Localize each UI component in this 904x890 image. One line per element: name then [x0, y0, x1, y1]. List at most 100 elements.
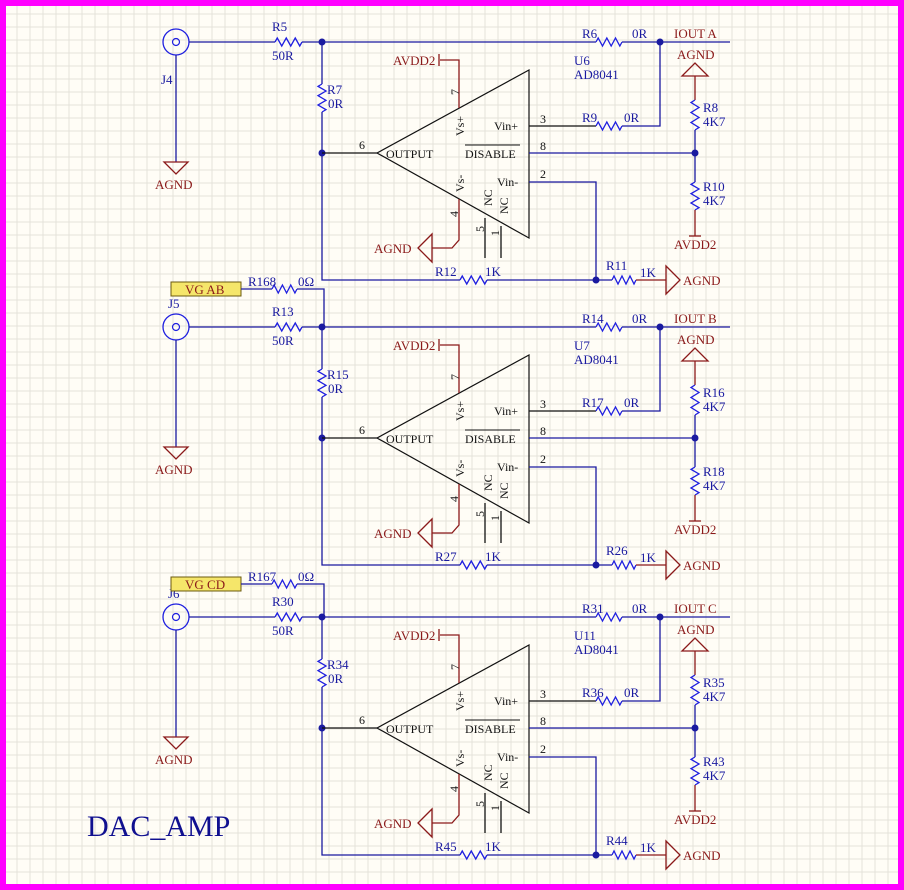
- resistor-ref: R30: [272, 594, 294, 609]
- resistor-output-series: [595, 36, 623, 48]
- resistor-value: 0R: [328, 96, 344, 111]
- wire: [622, 42, 661, 127]
- resistor-value: 4K7: [703, 768, 726, 783]
- resistor-value: 1K: [485, 839, 502, 854]
- pin-number: 6: [359, 138, 365, 152]
- resistor-ref: R34: [327, 657, 349, 672]
- supply-label: AVDD2: [393, 53, 435, 68]
- resistor-ref: R27: [435, 549, 457, 564]
- resistor-ground: [611, 849, 637, 861]
- resistor-ref: R167: [248, 569, 277, 584]
- ground-label: AGND: [374, 816, 412, 831]
- resistor-value: 0Ω: [298, 274, 314, 289]
- output-port-label: IOUT C: [674, 601, 717, 616]
- resistor-vin-plus: [595, 120, 623, 132]
- resistor-feedback: [459, 849, 488, 861]
- resistor-ref: R17: [582, 395, 604, 410]
- pin-number: 1: [488, 805, 502, 811]
- resistor-ref: R36: [582, 685, 604, 700]
- pin-name: OUTPUT: [386, 432, 434, 446]
- pin-name: Vs+: [453, 401, 467, 421]
- pin-name: Vin-: [497, 460, 518, 474]
- resistor-value: 0R: [632, 601, 648, 616]
- resistor-value: 50R: [272, 333, 294, 348]
- pin-name: NC: [481, 474, 495, 491]
- resistor-value: 1K: [640, 840, 657, 855]
- resistor-vin-plus: [595, 405, 623, 417]
- pin-name: DISABLE: [465, 722, 516, 736]
- resistor-ref: R35: [703, 675, 725, 690]
- resistor-value: 1K: [485, 264, 502, 279]
- resistor-ref: R16: [703, 385, 725, 400]
- wire: [297, 583, 325, 617]
- opamp-part: AD8041: [574, 642, 619, 657]
- resistor-output-series: [595, 611, 623, 623]
- resistor-ref: R5: [272, 19, 287, 34]
- bnc-pin-icon: [171, 37, 181, 47]
- wire: [297, 288, 325, 327]
- pin-number: 2: [540, 742, 546, 756]
- ground-icon: [665, 839, 681, 871]
- resistor-ref: R11: [606, 258, 627, 273]
- resistor-value: 0R: [632, 26, 648, 41]
- supply-label: AVDD2: [674, 237, 716, 252]
- ground-label: AGND: [677, 622, 715, 637]
- pin-name: Vin-: [497, 750, 518, 764]
- resistor-feedback: [459, 274, 488, 286]
- resistor-vin-plus: [595, 695, 623, 707]
- wire: [622, 327, 661, 412]
- resistor-value: 0R: [328, 381, 344, 396]
- sheet-title: DAC_AMP: [87, 810, 231, 843]
- pin-number: 6: [359, 713, 365, 727]
- resistor-ref: R6: [582, 26, 598, 41]
- wire-vs-minus: [432, 199, 460, 249]
- pin-number: 8: [540, 424, 546, 438]
- resistor-input: [274, 321, 303, 333]
- opamp-ref: U6: [574, 53, 590, 68]
- resistor-ref: R44: [606, 833, 628, 848]
- wire: [529, 466, 597, 565]
- resistor-ref: R45: [435, 839, 457, 854]
- ground-label: AGND: [155, 177, 193, 192]
- resistor-ref: R15: [327, 367, 349, 382]
- resistor-value: 50R: [272, 623, 294, 638]
- pin-number: 7: [448, 374, 462, 380]
- pin-number: 6: [359, 423, 365, 437]
- wire-vs-minus: [432, 484, 460, 534]
- supply-label: AVDD2: [393, 338, 435, 353]
- resistor-pulldown: [689, 181, 701, 211]
- pin-name: OUTPUT: [386, 722, 434, 736]
- resistor-ref: R31: [582, 601, 604, 616]
- pin-name: Vs+: [453, 116, 467, 136]
- ground-icon: [665, 264, 681, 296]
- ground-label: AGND: [155, 752, 193, 767]
- pin-number: 8: [540, 714, 546, 728]
- ground-label: AGND: [155, 462, 193, 477]
- resistor-pulldown: [689, 756, 701, 786]
- wire: [321, 687, 460, 856]
- opamp-part: AD8041: [574, 352, 619, 367]
- ground-label: AGND: [677, 332, 715, 347]
- pin-name: Vin+: [494, 119, 518, 133]
- resistor-pullup: [689, 674, 701, 706]
- pin-name: Vs-: [453, 175, 467, 192]
- resistor-feedback: [459, 559, 488, 571]
- resistor-ref: R7: [327, 82, 343, 97]
- pin-number: 4: [447, 496, 461, 502]
- resistor-ref: R9: [582, 110, 597, 125]
- bnc-pin-icon: [171, 612, 181, 622]
- connector-ref: J4: [161, 72, 173, 87]
- pin-name: NC: [481, 189, 495, 206]
- opamp-ref: U11: [574, 628, 596, 643]
- ground-label: AGND: [683, 848, 721, 863]
- resistor-net: [271, 578, 298, 590]
- supply-label: AVDD2: [674, 812, 716, 827]
- resistor-ref: R8: [703, 100, 718, 115]
- ground-label: AGND: [683, 558, 721, 573]
- resistor-value: 0R: [624, 110, 640, 125]
- pin-name: OUTPUT: [386, 147, 434, 161]
- pin-number: 8: [540, 139, 546, 153]
- resistor-value: 4K7: [703, 114, 726, 129]
